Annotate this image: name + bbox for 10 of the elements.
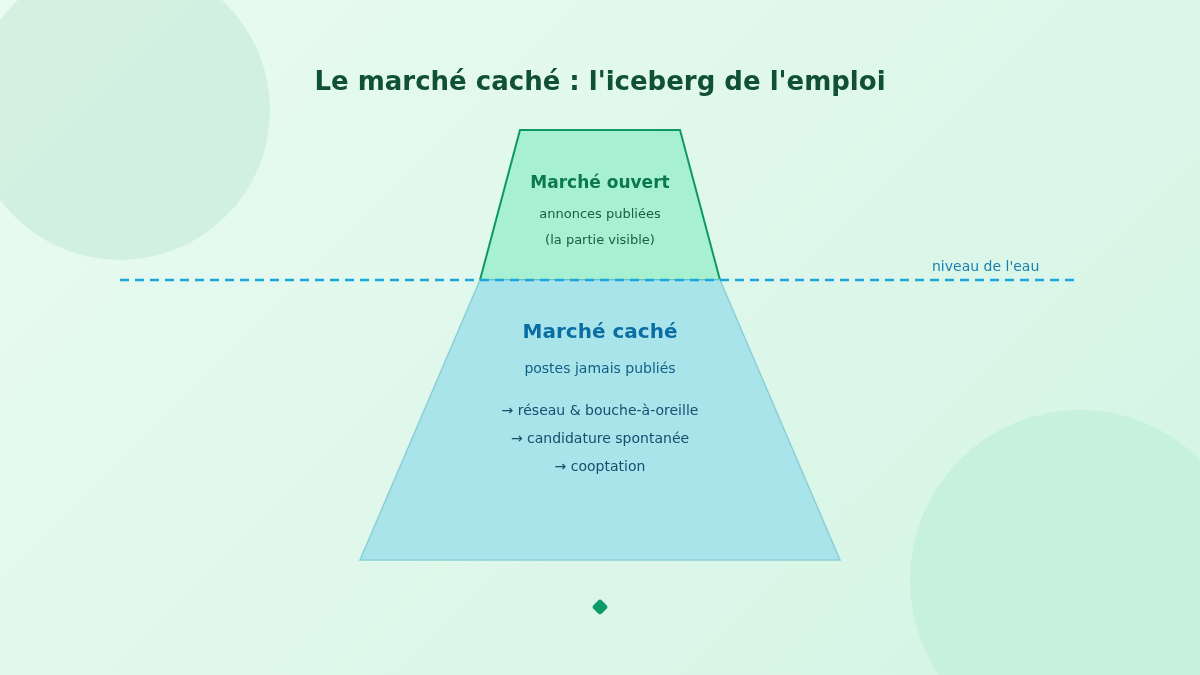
section-heading: Marché caché <box>521 319 679 343</box>
section-heading: Marché ouvert <box>529 171 671 193</box>
title: Le marché caché : l'iceberg de l'emploi <box>313 66 887 96</box>
list-item: (la partie visible) <box>544 232 656 248</box>
list-item: → cooptation <box>553 457 647 475</box>
list-item: → candidature spontanée <box>509 429 691 447</box>
section-subtitle: annonces publiées <box>538 206 662 222</box>
water-level-label: niveau de l'eau <box>932 258 1040 274</box>
section-subtitle: postes jamais publiés <box>523 359 677 377</box>
list-item: → réseau & bouche-à-oreille <box>500 401 700 419</box>
